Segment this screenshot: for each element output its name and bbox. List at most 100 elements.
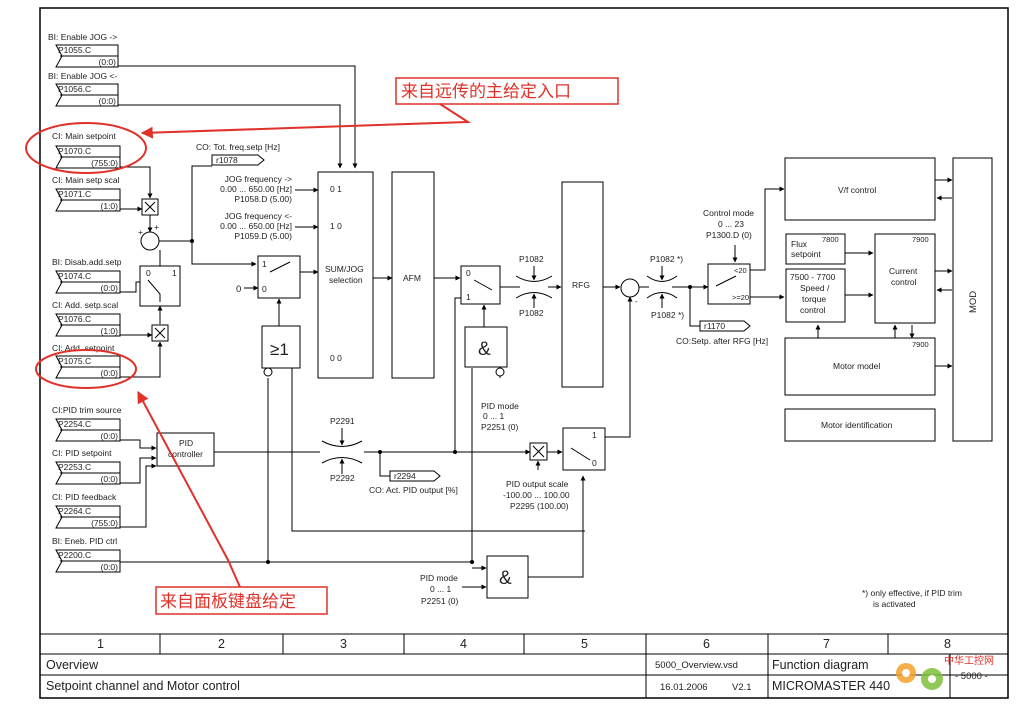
svg-text:P1082: P1082 (519, 254, 544, 264)
svg-text:-100.00 ... 100.00: -100.00 ... 100.00 (503, 490, 570, 500)
svg-text:P1075.C: P1075.C (58, 356, 91, 366)
svg-text:AFM: AFM (403, 273, 421, 283)
svg-text:P2251 (0): P2251 (0) (481, 422, 518, 432)
svg-text:P1082: P1082 (519, 308, 544, 318)
svg-text:0 ... 1: 0 ... 1 (430, 584, 452, 594)
svg-text:0.00 ... 650.00 [Hz]: 0.00 ... 650.00 [Hz] (220, 184, 292, 194)
svg-text:P2200.C: P2200.C (58, 550, 91, 560)
input-pid-enable: BI: Eneb. PID ctrl P2200.C (0:0) (52, 536, 121, 573)
pid-mode-2: PID mode 0 ... 1 P2251 (0) (420, 573, 458, 606)
svg-text:+: + (154, 222, 159, 232)
svg-text:1: 1 (592, 430, 597, 440)
svg-text:V2.1: V2.1 (732, 682, 752, 693)
svg-text:SUM/JOG: SUM/JOG (325, 264, 364, 274)
svg-text:CO:Setp. after RFG [Hz]: CO:Setp. after RFG [Hz] (676, 336, 768, 346)
svg-text:PID mode: PID mode (481, 401, 519, 411)
p1082-limiter-1: P1082 P1082 (515, 254, 553, 318)
pid-output-multiplier (529, 442, 548, 461)
and-gate-2: & (486, 555, 529, 599)
svg-text:7: 7 (823, 637, 830, 651)
svg-text:CI: Main setp scal: CI: Main setp scal (52, 175, 120, 185)
setpoint-switch: 1 0 (257, 255, 301, 299)
svg-text:P2251 (0): P2251 (0) (421, 596, 458, 606)
svg-text:6: 6 (703, 637, 710, 651)
svg-text:P1056.C: P1056.C (58, 84, 91, 94)
svg-text:PID mode: PID mode (420, 573, 458, 583)
sum-jog-block: 0 1 1 0 SUM/JOG selection 0 0 (317, 171, 374, 379)
pid-limiter: P2291 P2292 (321, 416, 363, 483)
svg-text:BI: Disab.add.setp: BI: Disab.add.setp (52, 257, 122, 267)
jog-freq-right: JOG frequency -> 0.00 ... 650.00 [Hz] P1… (220, 174, 292, 204)
svg-text:来自面板键盘给定: 来自面板键盘给定 (160, 592, 296, 612)
svg-text:JOG frequency <-: JOG frequency <- (225, 211, 292, 221)
rfg-block: RFG (561, 181, 604, 388)
page-frame (39, 7, 1009, 699)
svg-text:&: & (499, 568, 512, 589)
svg-text:P2264.C: P2264.C (58, 506, 91, 516)
zero-input: 0 (236, 284, 241, 295)
svg-text:is activated: is activated (873, 599, 916, 609)
svg-text:CI: Main setpoint: CI: Main setpoint (52, 131, 116, 141)
watermark-logo: 中华工控网 (896, 654, 994, 690)
svg-text:CO: Tot. freq.setp [Hz]: CO: Tot. freq.setp [Hz] (196, 142, 280, 152)
svg-text:Setpoint channel and Motor con: Setpoint channel and Motor control (46, 679, 240, 693)
svg-text:0 ... 1: 0 ... 1 (483, 411, 505, 421)
pid-mode-1: PID mode 0 ... 1 P2251 (0) (481, 401, 519, 432)
svg-text:P2292: P2292 (330, 473, 355, 483)
speed-torque-block: 7500 - 7700 Speed / torque control (785, 268, 846, 323)
svg-text:(0:0): (0:0) (101, 283, 119, 293)
annotation-panel: 来自面板键盘给定 (35, 349, 328, 615)
svg-text:>=20: >=20 (732, 293, 749, 302)
svg-text:8: 8 (944, 637, 951, 651)
svg-text:P1055.C: P1055.C (58, 45, 91, 55)
svg-text:+: + (138, 227, 143, 237)
motor-model-block: Motor model 7900 (784, 337, 936, 396)
svg-text:V/f control: V/f control (838, 185, 876, 195)
svg-text:Motor identification: Motor identification (821, 420, 893, 430)
svg-text:(755:0): (755:0) (91, 158, 118, 168)
svg-text:P2291: P2291 (330, 416, 355, 426)
mod-block: MOD (952, 157, 993, 442)
svg-text:CI: PID feedback: CI: PID feedback (52, 492, 117, 502)
and-gate-1: & (464, 326, 508, 377)
input-add-setpoint: CI: Add. setpoint P1075.C (0:0) (52, 343, 121, 379)
input-jog-right: BI: Enable JOG -> P1055.C (0:0) (48, 32, 119, 68)
svg-text:7900: 7900 (912, 340, 929, 349)
svg-text:1: 1 (262, 259, 267, 269)
svg-text:r1078: r1078 (216, 155, 238, 165)
svg-text:0 ... 23: 0 ... 23 (718, 219, 744, 229)
svg-text:control: control (891, 277, 917, 287)
svg-text:CI: Add. setpoint: CI: Add. setpoint (52, 343, 115, 353)
svg-text:P1300.D (0): P1300.D (0) (706, 230, 752, 240)
svg-text:selection: selection (329, 275, 363, 285)
svg-text:5: 5 (581, 637, 588, 651)
input-pid-trim: CI:PID trim source P2254.C (0:0) (52, 405, 122, 442)
svg-text:MICROMASTER 440: MICROMASTER 440 (772, 679, 890, 693)
afm-block: AFM (391, 171, 435, 379)
input-pid-feedback: CI: PID feedback P2264.C (755:0) (52, 492, 121, 529)
svg-text:Function diagram: Function diagram (772, 658, 869, 672)
svg-text:CO: Act. PID output [%]: CO: Act. PID output [%] (369, 485, 458, 495)
svg-text:Current: Current (889, 266, 918, 276)
svg-text:CI: Add. setp.scal: CI: Add. setp.scal (52, 300, 118, 310)
svg-text:BI: Enable JOG ->: BI: Enable JOG -> (48, 32, 117, 42)
p1082-limiter-2: P1082 *) P1082 *) (646, 254, 684, 320)
svg-text:1 0: 1 0 (330, 221, 342, 231)
svg-text:P1082 *): P1082 *) (651, 310, 684, 320)
svg-text:(0:0): (0:0) (99, 96, 117, 106)
svg-text:&: & (478, 339, 491, 360)
svg-text:(0:0): (0:0) (101, 474, 119, 484)
jog-freq-left: JOG frequency <- 0.00 ... 650.00 [Hz] P1… (220, 211, 292, 241)
input-main-setp-scal: CI: Main setp scal P1071.C (1:0) (52, 175, 121, 212)
control-mode: Control mode 0 ... 23 P1300.D (0) (703, 208, 754, 240)
svg-text:(0:0): (0:0) (101, 431, 119, 441)
svg-text:Overview: Overview (46, 658, 99, 672)
svg-text:1: 1 (97, 637, 104, 651)
svg-text:7800: 7800 (822, 235, 839, 244)
svg-text:<20: <20 (734, 266, 747, 275)
add-multiplier (151, 324, 169, 342)
svg-text:7900: 7900 (912, 235, 929, 244)
input-pid-setpoint: CI: PID setpoint P2253.C (0:0) (52, 448, 121, 485)
svg-text:(1:0): (1:0) (101, 201, 119, 211)
